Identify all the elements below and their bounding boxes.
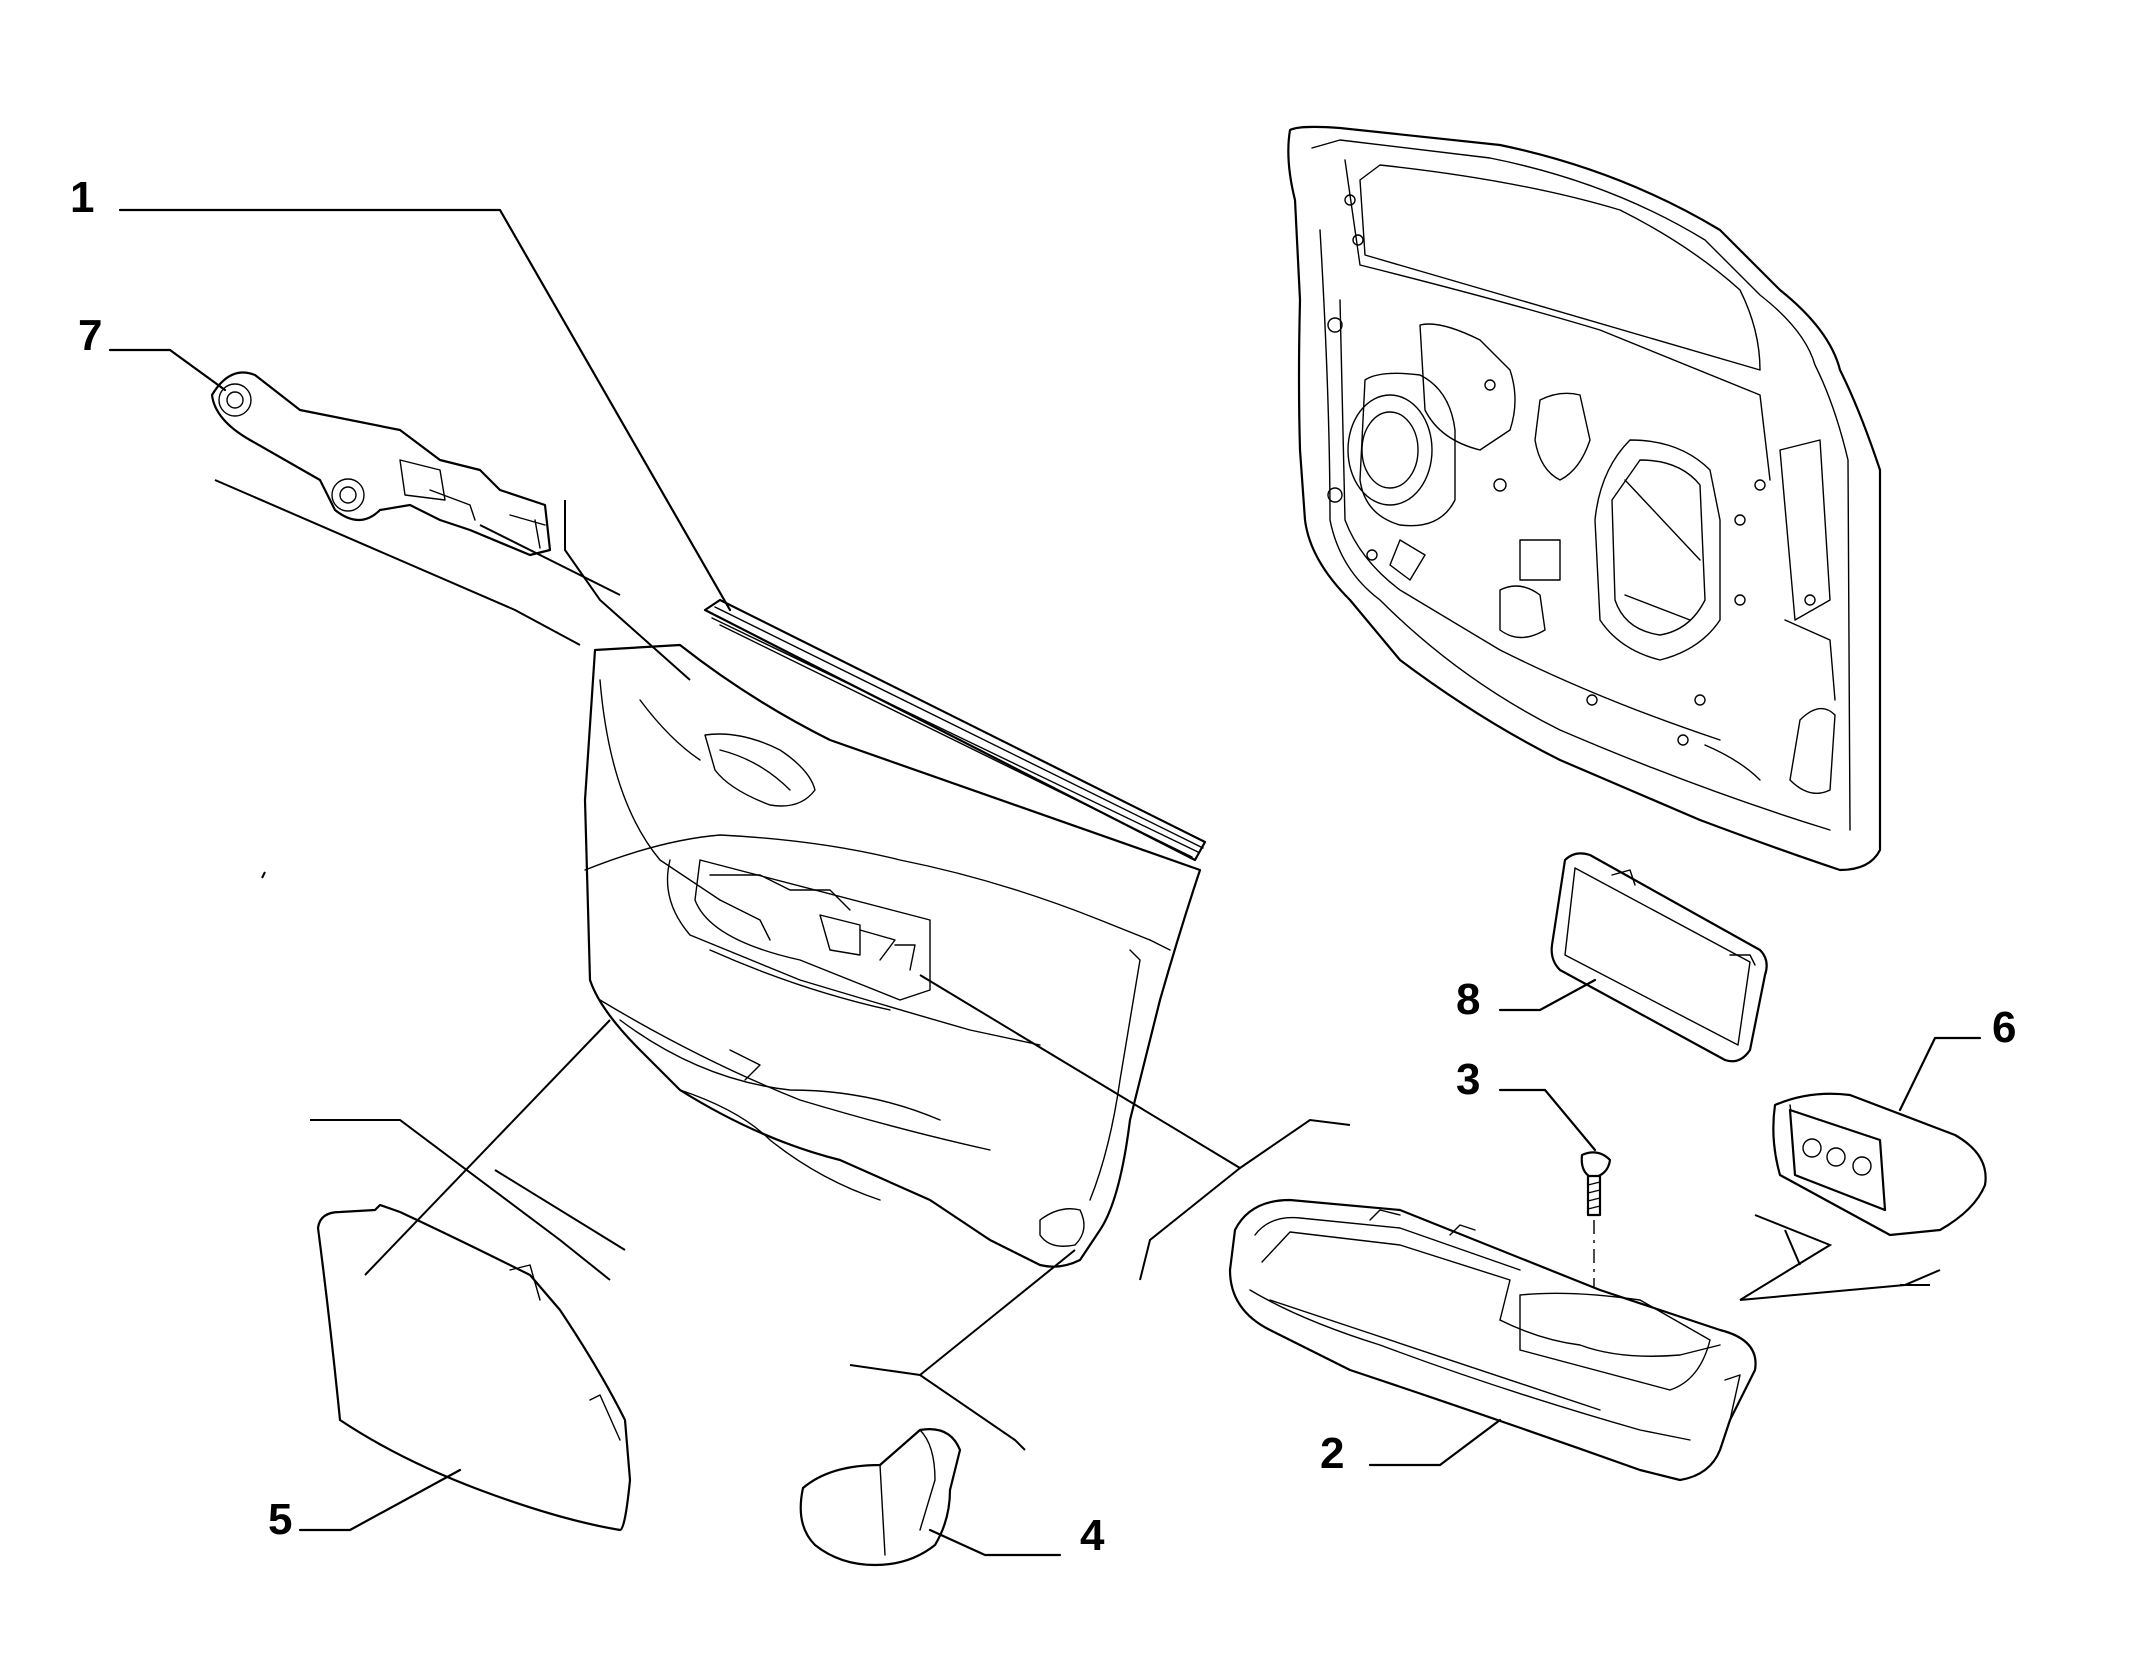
- grille-part-8: [1550, 852, 1768, 1063]
- weatherstrip-part-1: [703, 598, 1207, 862]
- callout-2: 2: [1320, 1429, 1344, 1478]
- cover-part-5: [316, 1203, 632, 1532]
- bezel-part-6: [1772, 1092, 1987, 1237]
- callout-6: 6: [1992, 1003, 2016, 1052]
- callout-5: 5: [268, 1495, 292, 1544]
- callout-4: 4: [1080, 1511, 1105, 1560]
- door-trim-panel: [583, 643, 1202, 1268]
- armrest-part-2: [1228, 1198, 1757, 1482]
- callout-1: 1: [70, 173, 94, 222]
- callout-3: 3: [1456, 1055, 1480, 1104]
- callout-7: 7: [78, 311, 102, 360]
- callout-8: 8: [1456, 975, 1480, 1024]
- leader-lines: [108, 208, 1982, 1557]
- bracket-part-7: [210, 371, 552, 557]
- cap-part-4: [799, 1428, 962, 1567]
- door-shell: [1287, 125, 1882, 872]
